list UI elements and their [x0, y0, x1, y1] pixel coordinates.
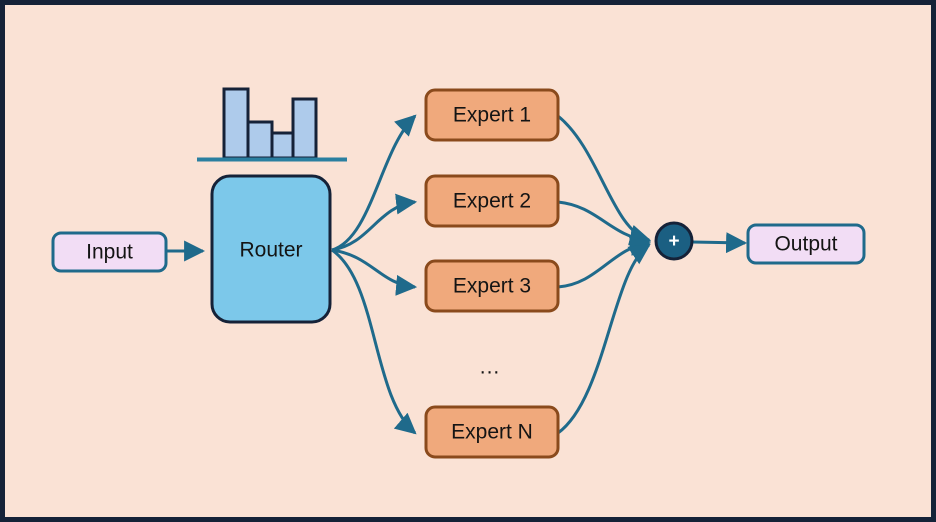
expert-n-label: Expert N	[451, 421, 533, 444]
experts-ellipsis: ...	[480, 356, 501, 379]
histogram-bar-4	[291, 97, 318, 160]
histogram-bar-1	[222, 87, 250, 160]
expert-1-label: Expert 1	[453, 104, 531, 127]
output-node[interactable]: Output	[746, 223, 866, 265]
expert-3-label: Expert 3	[453, 275, 531, 298]
expert-merge-connectors	[557, 114, 652, 435]
connector-router-to-expert-3	[331, 248, 418, 296]
expert-1-box[interactable]	[424, 88, 560, 142]
histogram-bar-2	[246, 120, 274, 160]
expert-2-label: Expert 2	[453, 190, 531, 213]
expert-1-node[interactable]: Expert 1	[424, 88, 560, 142]
expert-n-box[interactable]	[424, 405, 560, 459]
histogram-bar-3	[270, 131, 295, 160]
sum-node-plus-icon: +	[668, 231, 679, 252]
expert-n-node[interactable]: Expert N	[424, 405, 560, 459]
router-fanout-connectors	[331, 114, 418, 435]
connector-expert-n-to-sum	[557, 243, 651, 435]
router-gate-histogram	[197, 87, 347, 162]
connector-sum-to-output	[691, 232, 748, 254]
expert-3-box[interactable]	[424, 259, 560, 313]
input-node[interactable]: Input	[51, 231, 168, 273]
output-node-box[interactable]	[746, 223, 866, 265]
expert-3-node[interactable]: Expert 3	[424, 259, 560, 313]
router-node[interactable]: Router	[210, 174, 332, 324]
connector-router-to-expert-n	[331, 248, 417, 435]
input-node-label: Input	[86, 241, 133, 264]
input-node-box[interactable]	[51, 231, 168, 273]
sum-node-circle[interactable]	[654, 221, 694, 261]
connector-router-to-expert-2	[331, 193, 418, 252]
connector-router-to-expert-1	[331, 114, 417, 252]
sum-node[interactable]: +	[654, 221, 694, 261]
router-node-label: Router	[239, 239, 302, 262]
output-node-label: Output	[774, 233, 837, 256]
expert-2-node[interactable]: Expert 2	[424, 174, 560, 228]
router-node-box[interactable]	[210, 174, 332, 324]
expert-2-box[interactable]	[424, 174, 560, 228]
